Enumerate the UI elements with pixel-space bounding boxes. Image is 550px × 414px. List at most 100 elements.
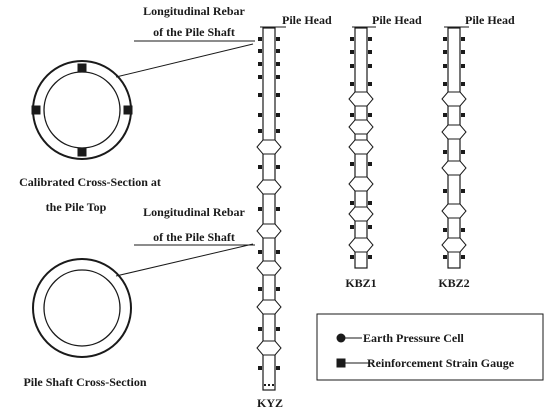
strain-gauge-marker xyxy=(276,366,280,370)
legend: Earth Pressure Cell Reinforcement Strain… xyxy=(316,313,544,381)
pile-kbz2: Pile Head KBZ2 xyxy=(438,13,515,290)
strain-gauge-marker xyxy=(443,228,447,232)
strain-gauge-marker xyxy=(350,162,354,166)
strain-gauge-marker xyxy=(276,113,280,117)
strain-gauge-marker xyxy=(461,113,465,117)
inner-ring xyxy=(43,71,121,149)
strain-gauge-marker xyxy=(276,129,280,133)
strain-gauge-marker xyxy=(258,49,262,53)
earth-pressure-cell-group xyxy=(256,139,282,356)
earth-pressure-cell-group xyxy=(348,91,374,253)
leader-line xyxy=(115,43,254,78)
strain-gauge-marker xyxy=(350,201,354,205)
strain-gauge-marker xyxy=(276,165,280,169)
earth-pressure-cell xyxy=(441,203,467,219)
pile-shaft xyxy=(262,27,276,391)
strain-gauge-marker xyxy=(258,129,262,133)
strain-gauge-marker xyxy=(350,225,354,229)
earth-pressure-cell xyxy=(348,206,374,222)
strain-gauge-marker xyxy=(368,255,372,259)
strain-gauge-marker xyxy=(443,255,447,259)
earth-pressure-cell xyxy=(256,179,282,195)
strain-gauge-marker xyxy=(350,64,354,68)
strain-gauge-marker xyxy=(461,228,465,232)
strain-gauge-group xyxy=(258,165,280,386)
shaft-section-label: Pile Shaft Cross-Section xyxy=(23,375,146,389)
earth-pressure-cell xyxy=(256,260,282,276)
strain-gauge-marker xyxy=(461,150,465,154)
earth-pressure-cell xyxy=(348,237,374,253)
strain-gauge-marker xyxy=(350,50,354,54)
pile-kbz1: Pile Head KBZ1 xyxy=(345,13,422,290)
earth-pressure-cell-symbol xyxy=(336,333,346,343)
calibrated-section-label-line1: Calibrated Cross-Section at xyxy=(19,175,161,189)
pile-head-label: Pile Head xyxy=(372,13,422,27)
strain-gauge-marker xyxy=(443,64,447,68)
pile-name-label: KBZ2 xyxy=(438,276,469,290)
legend-label-earth-pressure-cell: Earth Pressure Cell xyxy=(363,331,465,345)
strain-gauge-marker xyxy=(258,165,262,169)
strain-gauge-marker xyxy=(276,62,280,66)
strain-gauge-marker xyxy=(258,366,262,370)
earth-pressure-cell xyxy=(256,139,282,155)
strain-gauge-marker xyxy=(276,75,280,79)
strain-gauge-marker xyxy=(31,105,41,115)
rebar-label-bottom-line2: of the Pile Shaft xyxy=(153,230,235,244)
strain-gauge-marker xyxy=(258,327,262,331)
inner-ring xyxy=(43,269,121,347)
strain-gauge-marker xyxy=(350,113,354,117)
strain-gauge-marker xyxy=(443,82,447,86)
strain-gauge-marker xyxy=(258,113,262,117)
strain-gauge-marker xyxy=(368,201,372,205)
pile-name-label: KYZ xyxy=(257,396,283,410)
legend-label-strain-gauge: Reinforcement Strain Gauge xyxy=(367,356,515,370)
strain-gauge-marker xyxy=(276,93,280,97)
strain-gauge-marker xyxy=(461,189,465,193)
earth-pressure-cell xyxy=(348,119,374,135)
strain-gauge-marker xyxy=(368,225,372,229)
pile-shaft xyxy=(447,27,461,269)
earth-pressure-cell xyxy=(348,139,374,155)
strain-gauge-marker xyxy=(443,150,447,154)
strain-gauge-marker xyxy=(276,49,280,53)
strain-gauge-marker xyxy=(461,50,465,54)
strain-gauge-marker xyxy=(258,37,262,41)
strain-gauge-marker xyxy=(461,64,465,68)
strain-gauge-marker xyxy=(368,50,372,54)
strain-gauge-marker xyxy=(443,189,447,193)
strain-gauge-group xyxy=(443,37,465,259)
earth-pressure-cell xyxy=(441,124,467,140)
rebar-label-top-line2: of the Pile Shaft xyxy=(153,25,235,39)
earth-pressure-cell xyxy=(256,223,282,239)
strain-gauge-marker xyxy=(258,93,262,97)
calibrated-section-label-line2: the Pile Top xyxy=(46,200,107,214)
strain-gauge-marker xyxy=(368,82,372,86)
pile-head-label: Pile Head xyxy=(282,13,332,27)
calibrated-cross-section xyxy=(31,43,254,160)
strain-gauge-marker xyxy=(276,37,280,41)
strain-gauge-symbol xyxy=(336,358,346,368)
rebar-label-bottom-line1: Longitudinal Rebar xyxy=(143,205,245,219)
strain-gauge-marker xyxy=(258,250,262,254)
strain-gauge-marker xyxy=(443,113,447,117)
strain-gauge-marker xyxy=(443,50,447,54)
shaft-cross-section xyxy=(32,243,254,358)
strain-gauge-marker xyxy=(276,327,280,331)
strain-gauge-group xyxy=(258,37,280,133)
strain-gauge-group xyxy=(350,37,372,259)
pile-tip-dot xyxy=(272,384,274,386)
outer-ring xyxy=(32,258,132,358)
earth-pressure-cell xyxy=(441,237,467,253)
pile-head-label: Pile Head xyxy=(465,13,515,27)
pile-name-label: KBZ1 xyxy=(345,276,376,290)
strain-gauge-marker xyxy=(258,62,262,66)
strain-gauge-marker xyxy=(461,37,465,41)
strain-gauge-marker xyxy=(350,82,354,86)
strain-gauge-marker xyxy=(123,105,133,115)
pile-tip-dot xyxy=(268,384,270,386)
pile-tip-dot xyxy=(264,384,266,386)
earth-pressure-cell xyxy=(348,91,374,107)
strain-gauge-marker xyxy=(350,255,354,259)
earth-pressure-cell xyxy=(348,176,374,192)
pile-kyz: Pile Head KYZ xyxy=(256,13,332,410)
